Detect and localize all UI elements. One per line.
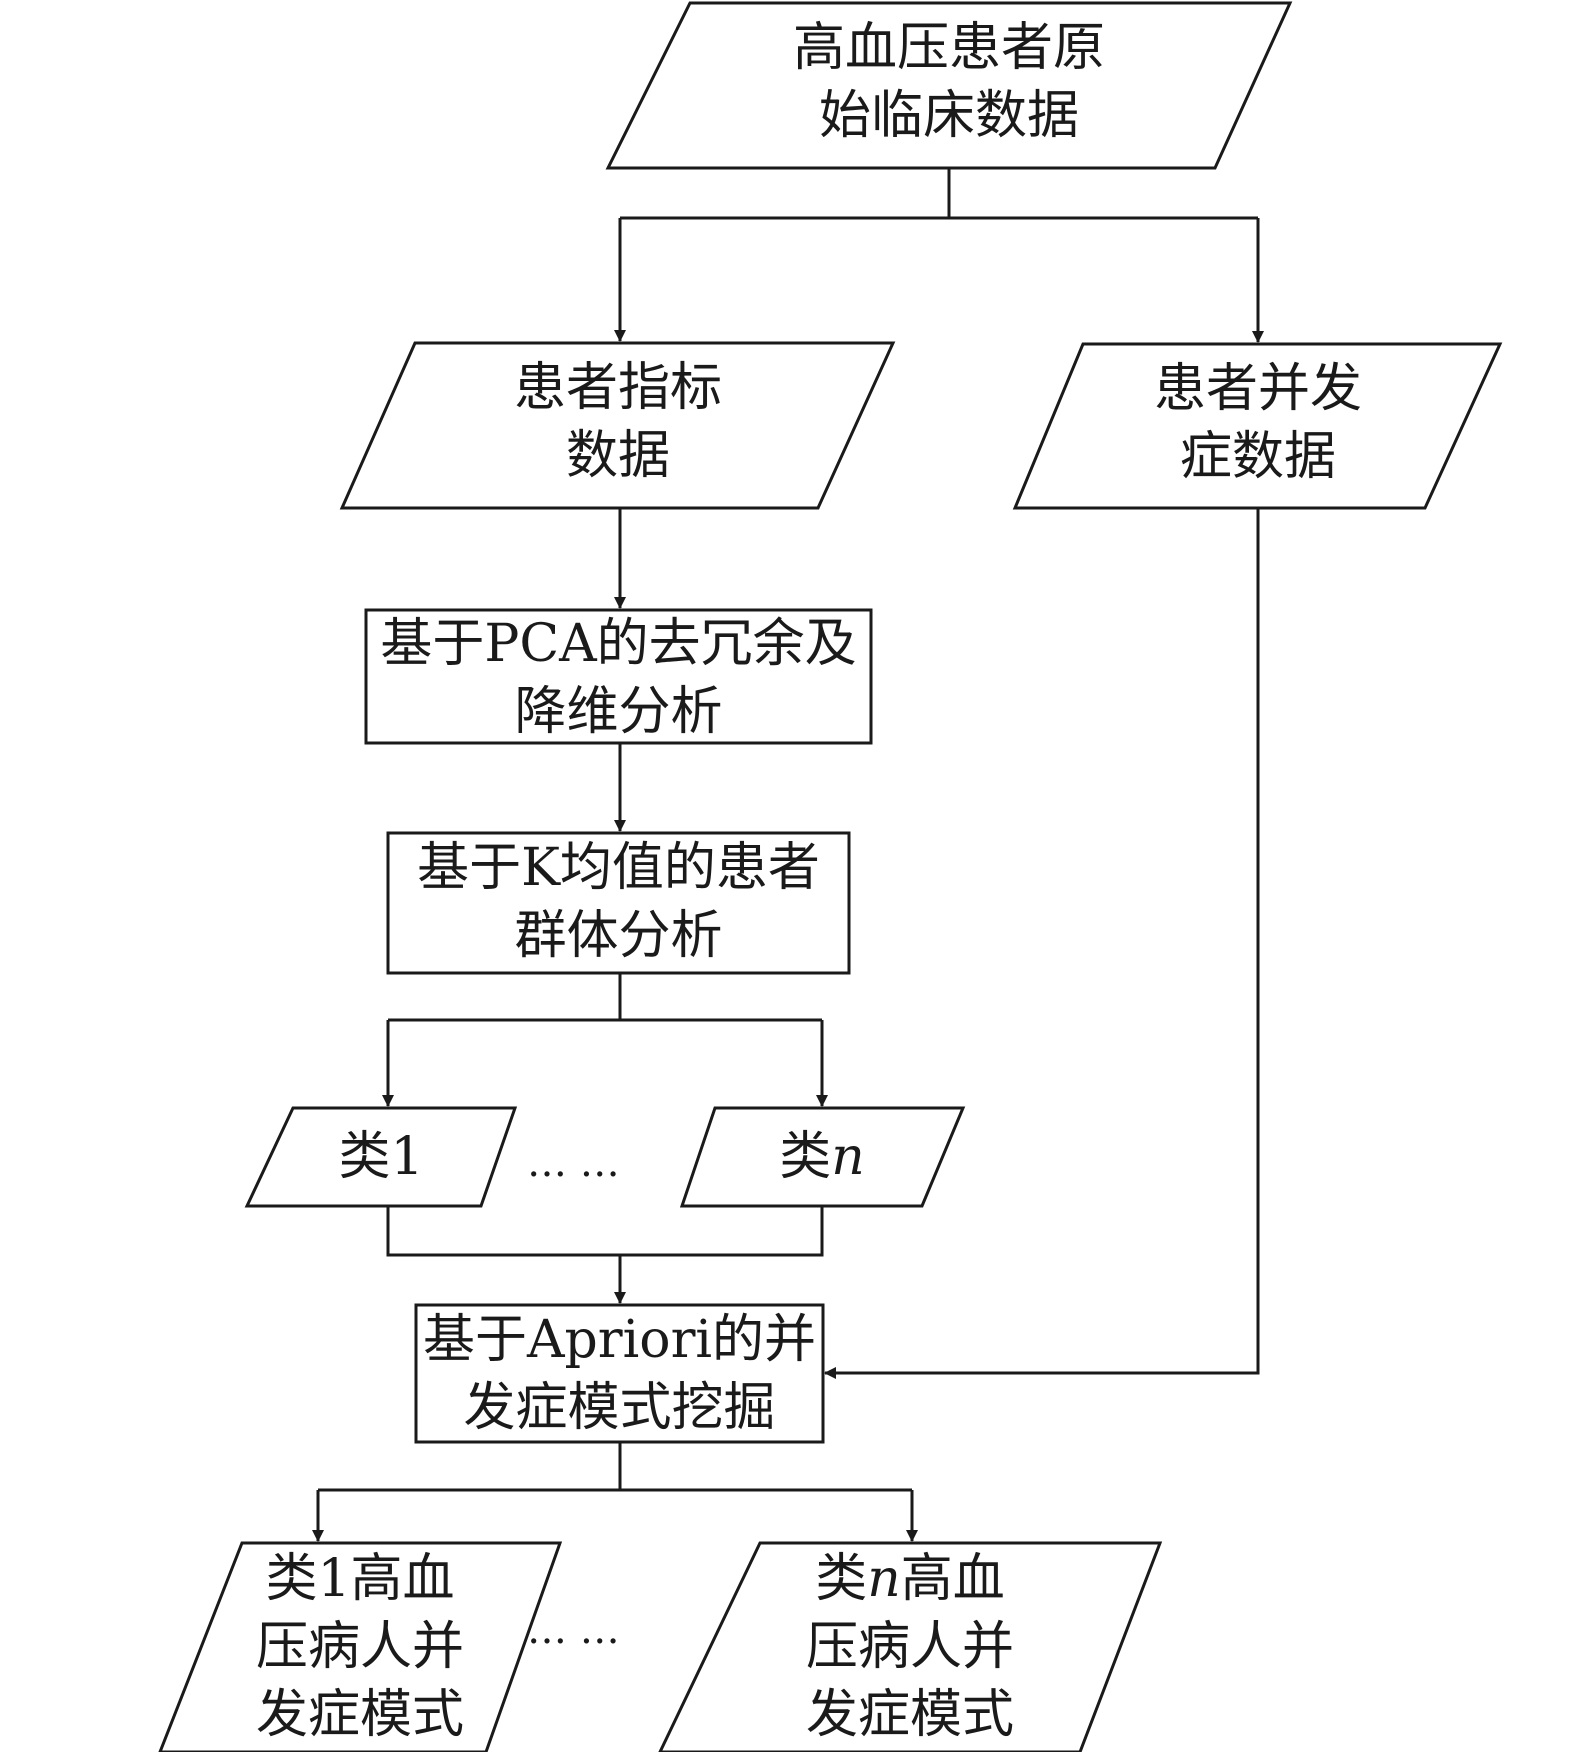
- indicator-data-parallelogram: [339, 341, 896, 510]
- result-1-parallelogram: [158, 1541, 563, 1752]
- class-n-prefix: 类: [779, 1127, 832, 1187]
- apriori-split-connector: [318, 1442, 912, 1492]
- raw-data-line-2: 始临床数据: [818, 86, 1079, 146]
- kmeans-label: 基于K均值的患者 群体分析: [390, 834, 847, 970]
- results-ellipsis: … …: [527, 1607, 620, 1653]
- apriori-line-1: 基于Apriori的并: [422, 1310, 817, 1370]
- complication-data-line-2: 症数据: [1179, 427, 1336, 487]
- result-n-label: 类n高血 压病人并 发症模式: [760, 1545, 1060, 1749]
- result-1-label: 类1高血 压病人并 发症模式: [210, 1545, 510, 1749]
- result-n-parallelogram: [658, 1541, 1163, 1752]
- result-1-line-2: 压病人并: [255, 1617, 464, 1677]
- apriori-line-2: 发症模式挖掘: [463, 1378, 776, 1438]
- classes-ellipsis: … …: [527, 1140, 620, 1186]
- result-1-line-1: 类1高血: [265, 1549, 455, 1609]
- result-n-variable: n: [867, 1549, 901, 1609]
- class-1-label: 类1: [338, 1127, 424, 1187]
- result-n-line-1-rest: 高血: [900, 1549, 1005, 1609]
- result-n-line-3: 发症模式: [805, 1685, 1014, 1745]
- class-1-parallelogram: [244, 1106, 518, 1208]
- raw-data-label: 高血压患者原 始临床数据: [749, 14, 1149, 150]
- class-n-label: 类n: [722, 1123, 922, 1191]
- complication-to-apriori-arrow: [824, 508, 1260, 1379]
- result-n-line-1: 类n高血: [760, 1545, 1060, 1613]
- complication-data-line-1: 患者并发: [1153, 359, 1362, 419]
- complication-data-parallelogram: [1012, 342, 1503, 510]
- result-n-prefix: 类: [815, 1549, 868, 1609]
- class-n-parallelogram: [679, 1106, 966, 1208]
- class-n-variable: n: [831, 1127, 865, 1187]
- indicator-data-label: 患者指标 数据: [468, 354, 768, 490]
- apriori-label: 基于Apriori的并 发症模式挖掘: [418, 1306, 821, 1442]
- kmeans-line-2: 群体分析: [514, 906, 723, 966]
- raw-data-line-1: 高血压患者原: [792, 18, 1105, 78]
- kmeans-split-connector: [388, 973, 822, 1022]
- pca-line-1: 基于PCA的去冗余及: [380, 614, 857, 674]
- indicator-data-line-2: 数据: [565, 426, 670, 486]
- indicator-data-line-1: 患者指标: [513, 358, 722, 418]
- result-n-line-2: 压病人并: [805, 1617, 1014, 1677]
- complication-data-label: 患者并发 症数据: [1108, 355, 1408, 491]
- result-1-line-3: 发症模式: [255, 1685, 464, 1745]
- kmeans-line-1: 基于K均值的患者: [417, 838, 820, 898]
- pca-line-2: 降维分析: [514, 682, 723, 742]
- raw-data-parallelogram: [605, 1, 1293, 170]
- pca-label: 基于PCA的去冗余及 降维分析: [368, 610, 869, 746]
- classes-merge-connector: [386, 1206, 824, 1303]
- raw-split-connector: [620, 168, 1258, 220]
